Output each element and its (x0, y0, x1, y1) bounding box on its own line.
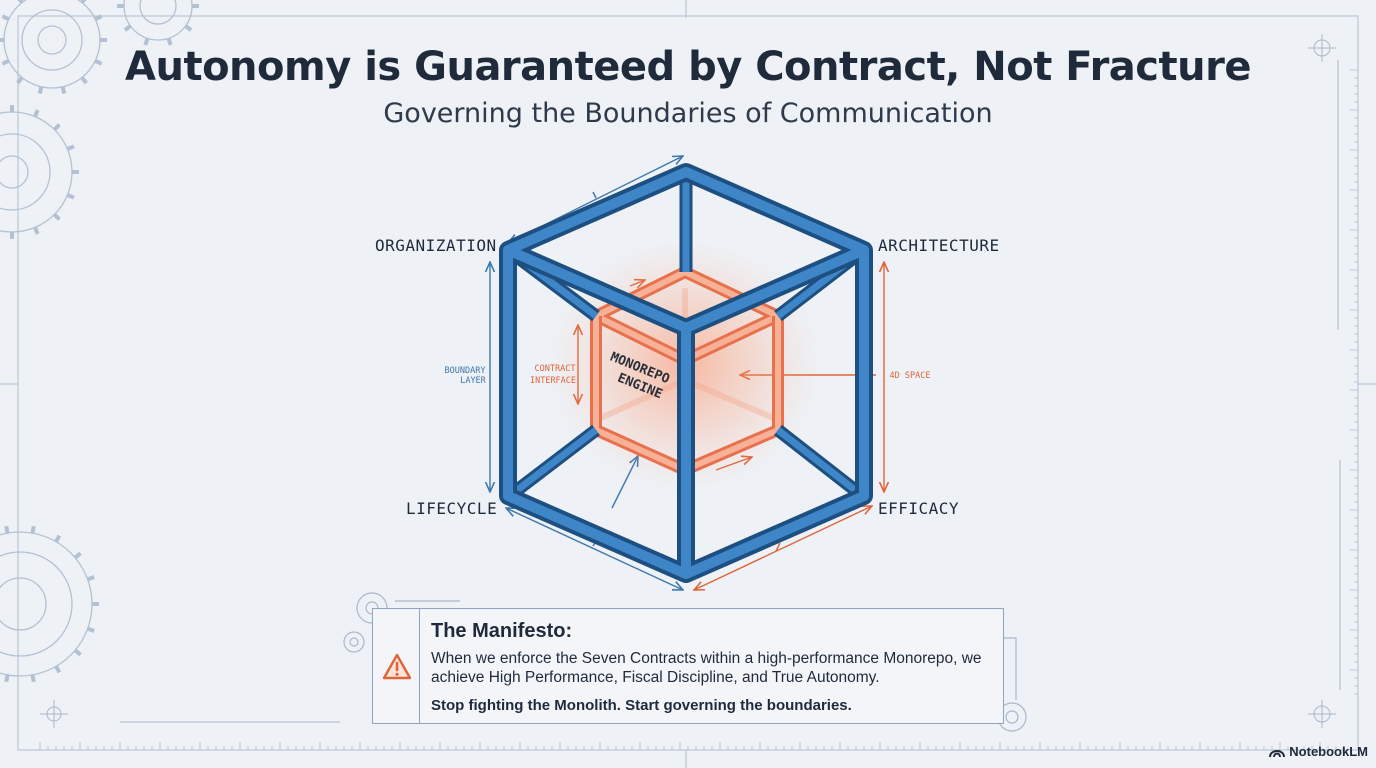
boundary-label-2: LAYER (460, 376, 486, 386)
bottom-ruler (39, 742, 1337, 750)
gear-tooth (53, 213, 61, 221)
manifesto-footer: Stop fighting the Monolith. Start govern… (431, 697, 852, 714)
warning-icon (382, 653, 412, 680)
right-ruler (1350, 69, 1358, 695)
gear-tooth (73, 648, 82, 657)
contract-label-1: CONTRACT (535, 364, 576, 374)
gear-tooth (4, 525, 10, 534)
label-architecture: ARCHITECTURE (878, 236, 1000, 255)
notebooklm-logo-icon (1269, 749, 1286, 757)
gear-tooth (66, 144, 75, 151)
outer-cube (499, 163, 873, 583)
manifesto-body: When we enforce the Seven Contracts with… (431, 650, 982, 686)
gear-tooth (54, 665, 62, 674)
gear-tooth (54, 534, 62, 543)
gear-tooth (30, 674, 36, 683)
manifesto-panel: The Manifesto: When we enforce the Seven… (372, 608, 1004, 724)
gear-tooth (37, 86, 44, 95)
gear-tooth (16, 76, 24, 85)
label-lifecycle: LIFECYCLE (406, 499, 498, 518)
page-title: Autonomy is Guaranteed by Contract, Not … (125, 44, 1251, 90)
brand-name: NotebookLM (1289, 744, 1368, 759)
gear-tooth (60, 86, 67, 95)
brand-mark: NotebookLM (1269, 744, 1368, 759)
gear-tooth (17, 0, 24, 4)
gear-tooth (33, 109, 40, 118)
manifesto-title: The Manifesto: (431, 620, 573, 642)
gear-tooth (86, 575, 95, 582)
contract-label-2: INTERFACE (530, 376, 576, 386)
gear-tooth (80, 76, 88, 85)
gear-tooth (94, 59, 103, 66)
crosshair-marks (40, 34, 1341, 728)
gear-tooth (73, 551, 82, 560)
gear-tooth (33, 226, 40, 235)
label-organization: ORGANIZATION (375, 236, 497, 255)
gear-tooth (30, 525, 36, 534)
gear-tooth (184, 24, 193, 32)
warning-column (373, 609, 420, 723)
gear-tooth (4, 674, 10, 683)
gear-tooth (94, 14, 103, 21)
gear-tooth (86, 626, 95, 633)
space-label: 4D SPACE (890, 371, 931, 381)
boundary-label-1: BOUNDARY (445, 366, 486, 376)
gear-tooth (166, 37, 173, 46)
gear-tooth (123, 24, 132, 32)
gear-teeth (0, 0, 199, 683)
label-efficacy: EFFICACY (878, 499, 960, 518)
gear-tooth (66, 193, 75, 200)
gear-tooth (1, 14, 10, 21)
gear-tooth (80, 0, 87, 4)
gear-tooth (1, 59, 10, 66)
gear-tooth (53, 123, 61, 131)
gear-tooth (143, 37, 150, 46)
page-subtitle: Governing the Boundaries of Communicatio… (383, 98, 993, 129)
